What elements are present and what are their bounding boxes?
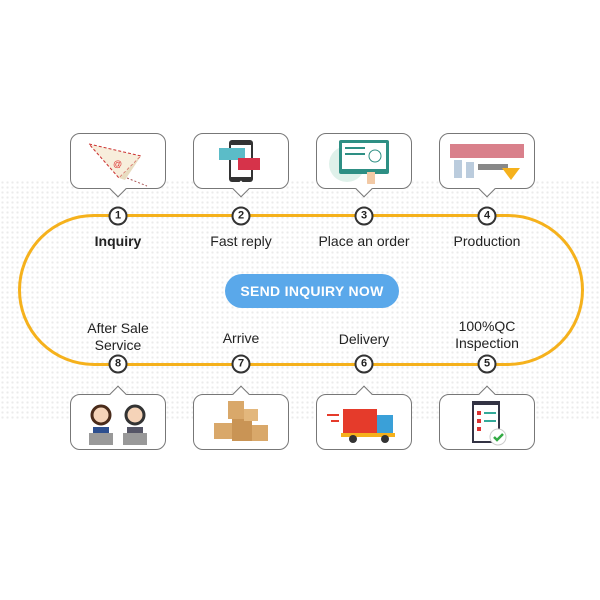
process-track [18,214,584,366]
step-number-4: 4 [477,206,497,226]
production-icon-box [439,133,535,189]
step-number-2: 2 [231,206,251,226]
step-label-production: Production [453,233,521,249]
delivery-truck-icon [327,409,395,443]
boxes-icon [214,401,268,441]
step-number-5: 5 [477,354,497,374]
label-line: 100%QC [458,318,516,334]
step-label-inquiry: Inquiry [94,233,142,249]
online-order-screen-icon [329,140,389,184]
arrive-icon-box [193,394,289,450]
svg-text:@: @ [113,159,122,169]
step-label-after-sale: After Sale Service [87,320,148,354]
step-label-qc-inspection: 100%QC Inspection [455,318,519,352]
step-label-place-order: Place an order [318,233,410,249]
inquiry-icon-box: @ [70,133,166,189]
step-number-3: 3 [354,206,374,226]
delivery-icon-box [316,394,412,450]
label-line: After Sale [87,320,149,336]
fast-reply-icon-box [193,133,289,189]
factory-line-icon [450,144,524,180]
after-sale-icon-box [70,394,166,450]
step-number-7: 7 [231,354,251,374]
checklist-icon [472,401,507,446]
step-number-6: 6 [354,354,374,374]
qc-inspection-icon-box [439,394,535,450]
customer-service-agents-icon [89,404,147,445]
step-label-fast-reply: Fast reply [210,233,272,249]
send-inquiry-button[interactable]: SEND INQUIRY NOW [225,274,399,308]
place-order-icon-box [316,133,412,189]
step-number-1: 1 [108,206,128,226]
step-number-8: 8 [108,354,128,374]
step-label-arrive: Arrive [222,330,260,346]
phone-chat-icon [219,140,260,182]
label-line: Service [94,337,142,353]
label-line: Inspection [455,335,519,351]
paper-plane-envelope-icon: @ [87,143,148,187]
step-label-delivery: Delivery [338,331,390,347]
